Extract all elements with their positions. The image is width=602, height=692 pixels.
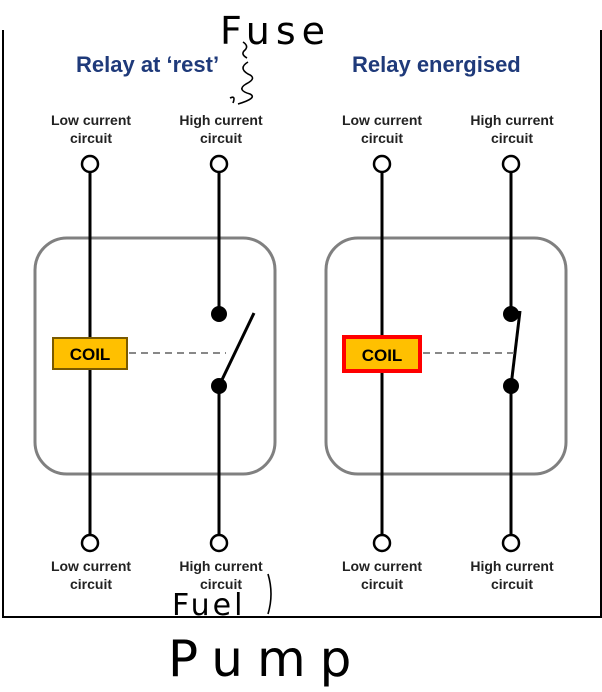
energised-contact-top [503, 306, 519, 322]
handwritten-fuel: Fuel [172, 588, 245, 623]
handwritten-fuse-squiggle [229, 41, 254, 105]
coil-energised-label: COIL [362, 346, 403, 365]
rest-high-terminal-bottom [209, 533, 229, 553]
energised-high-terminal-top [501, 154, 521, 174]
handwritten-fuel-bracket [267, 573, 272, 615]
coil-rest [52, 337, 128, 370]
handwritten-pump: Pump [168, 630, 365, 688]
title-relay-energised: Relay energised [352, 52, 521, 77]
rest-contact-bottom [211, 378, 227, 394]
frame-left-border [2, 30, 4, 618]
energised-low-terminal-top [372, 154, 392, 174]
energised-low-terminal-bottom [372, 533, 392, 553]
energised-high-terminal-bottom [501, 533, 521, 553]
title-relay-rest: Relay at ‘rest’ [76, 52, 220, 77]
rest-switch-blade [217, 312, 256, 387]
handwritten-fuse: Fuse [220, 9, 331, 53]
rest-low-terminal-bottom [80, 533, 100, 553]
energised-contact-bottom [503, 378, 519, 394]
rest-low-terminal-top [80, 154, 100, 174]
coil-energised [342, 335, 422, 373]
rest-high-terminal-top [209, 154, 229, 174]
rest-contact-top [211, 306, 227, 322]
relay-housing-rest [33, 236, 277, 476]
relay-housing-energised [324, 236, 568, 476]
coil-rest-label: COIL [70, 345, 111, 364]
frame-right-border [600, 30, 602, 618]
energised-switch-blade [509, 310, 522, 387]
frame-bottom-border [2, 616, 602, 618]
